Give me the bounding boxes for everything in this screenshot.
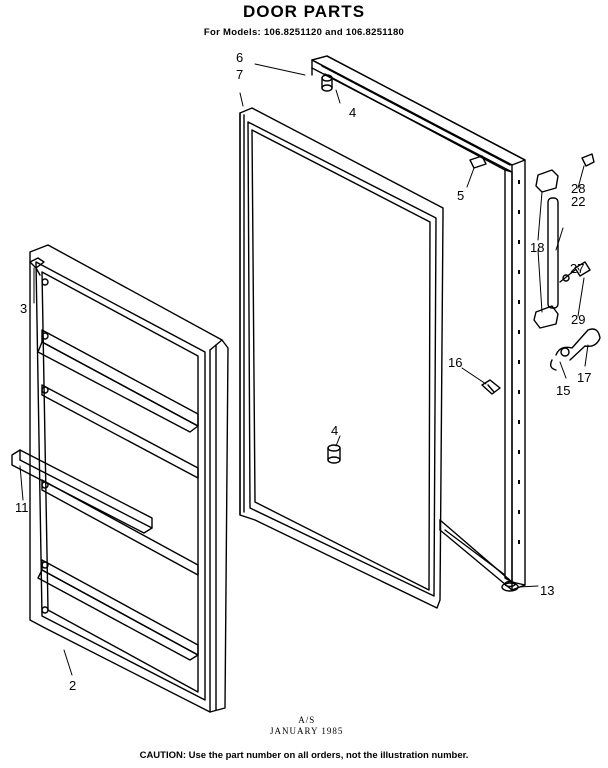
callout-27: 27 [570,261,584,276]
hinge-assembly [533,153,595,329]
page-title: DOOR PARTS [242,2,366,21]
door-shelf-bar [11,449,153,534]
callout-4-upper: 4 [349,105,356,120]
callout-28: 28 [571,181,585,196]
callout-4-lower: 4 [331,423,338,438]
door-gasket [239,107,444,609]
callout-29: 29 [571,312,585,327]
callout-3: 3 [20,301,27,316]
strike-part-16 [481,379,501,395]
inner-door-liner [29,244,229,713]
callout-11: 11 [15,500,29,515]
clip-part-5 [469,155,487,169]
bushing-part-4-upper [321,74,333,92]
leader-lines [19,63,589,676]
callout-18: 18 [530,240,544,255]
caution-note: CAUTION: Use the part number on all orde… [139,750,469,761]
outer-door-panel [311,55,526,591]
callout-5: 5 [457,188,464,203]
callout-15: 15 [556,383,570,398]
callout-6: 6 [236,50,243,65]
stamp-line-2: JANUARY 1985 [270,726,344,736]
callout-22: 22 [571,194,585,209]
models-subtitle: For Models: 106.8251120 and 106.8251180 [203,27,405,38]
callout-13: 13 [540,583,554,598]
door-handle-assembly [549,328,601,371]
date-stamp: A/S JANUARY 1985 [270,715,343,737]
stamp-line-1: A/S [298,715,316,725]
screw-part-3 [29,257,45,276]
callout-17: 17 [577,370,591,385]
callout-16: 16 [448,355,462,370]
bushing-part-4-lower [327,444,341,464]
callout-7: 7 [236,67,243,82]
callout-2: 2 [69,678,76,693]
